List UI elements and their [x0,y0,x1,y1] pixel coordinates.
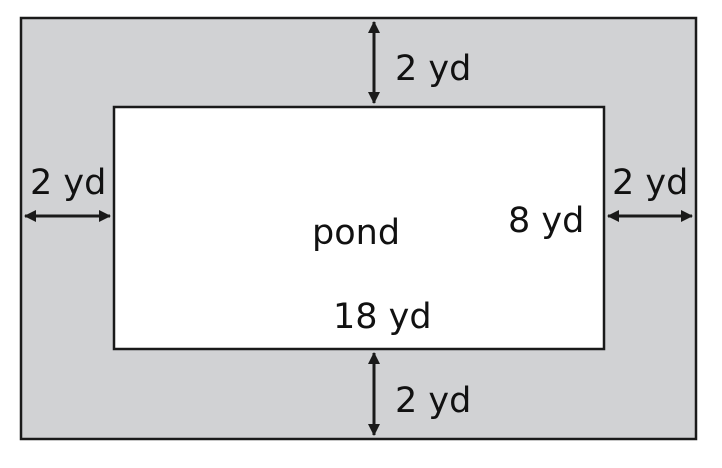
pond-length-label: 18 yd [333,297,432,337]
pond-label: pond [312,213,400,253]
pond-rectangle [112,105,606,351]
border-bottom-label: 2 yd [395,381,471,421]
border-top-label: 2 yd [395,49,471,89]
border-left-label: 2 yd [30,163,106,203]
border-right-label: 2 yd [612,163,688,203]
pond-width-label: 8 yd [508,201,584,241]
